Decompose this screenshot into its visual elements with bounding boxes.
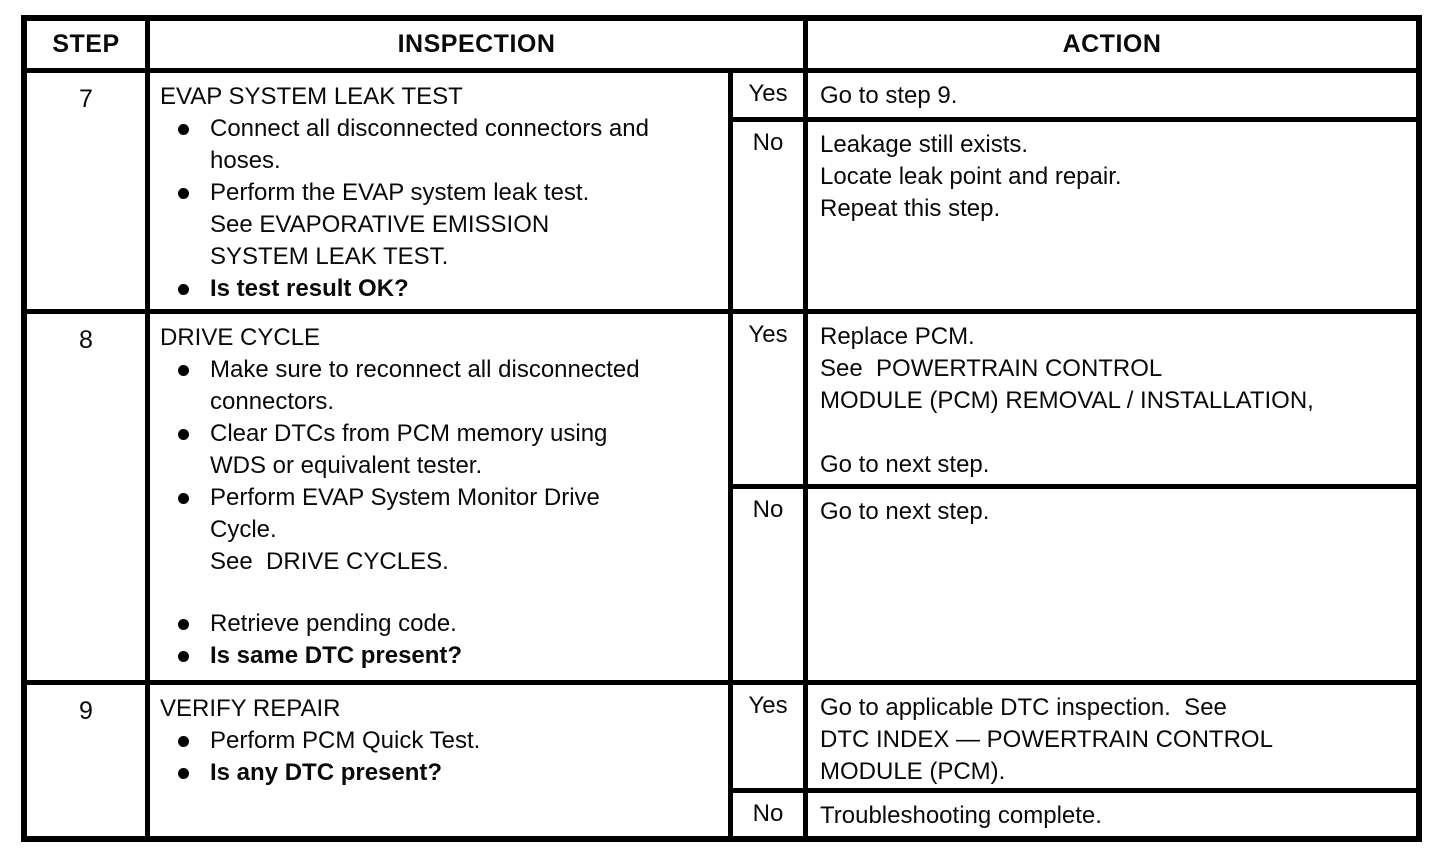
bullet-icon xyxy=(178,429,189,440)
bullet-text: Clear DTCs from PCM memory using WDS or … xyxy=(210,420,608,479)
inspection-bullet: Connect all disconnected connectors and … xyxy=(160,113,720,177)
bullet-text: Connect all disconnected connectors and … xyxy=(210,115,649,174)
bullet-text: Perform EVAP System Monitor Drive Cycle.… xyxy=(210,484,600,575)
inspection-bullet: Is same DTC present? xyxy=(160,640,720,672)
branch-yes: Yes Replace PCM. See POWERTRAIN CONTROL … xyxy=(733,314,1416,489)
inspection-title: DRIVE CYCLE xyxy=(160,324,321,351)
branch-label-yes: Yes xyxy=(733,685,808,788)
branch-label-yes: Yes xyxy=(733,73,808,117)
step-row-7: 7 EVAP SYSTEM LEAK TEST Connect all disc… xyxy=(27,73,1416,314)
action-text: Go to step 9. xyxy=(820,82,958,109)
action-branches: Yes Replace PCM. See POWERTRAIN CONTROL … xyxy=(733,314,1416,680)
branch-no: No Go to next step. xyxy=(733,489,1416,680)
bullet-icon xyxy=(178,284,189,295)
action-branches: Yes Go to applicable DTC inspection. See… xyxy=(733,685,1416,836)
inspection-bullet: Perform EVAP System Monitor Drive Cycle.… xyxy=(160,482,720,578)
branch-yes: Yes Go to applicable DTC inspection. See… xyxy=(733,685,1416,793)
header-action: ACTION xyxy=(1062,30,1162,58)
bullet-text: Retrieve pending code. xyxy=(210,610,457,637)
inspection-bullet: Is test result OK? xyxy=(160,273,720,305)
bullet-icon xyxy=(178,619,189,630)
step-number: 7 xyxy=(27,73,150,309)
table-header-row: STEP INSPECTION ACTION xyxy=(27,21,1416,73)
inspection-bullet: Clear DTCs from PCM memory using WDS or … xyxy=(160,418,720,482)
bullet-text-question: Is test result OK? xyxy=(210,275,409,302)
step-number: 8 xyxy=(27,314,150,680)
step-row-8: 8 DRIVE CYCLE Make sure to reconnect all… xyxy=(27,314,1416,685)
action-text: Leakage still exists. Locate leak point … xyxy=(820,131,1122,222)
inspection-bullet: Make sure to reconnect all disconnected … xyxy=(160,354,720,418)
bullet-text: Make sure to reconnect all disconnected … xyxy=(210,356,640,415)
bullet-icon xyxy=(178,493,189,504)
branch-yes: Yes Go to step 9. xyxy=(733,73,1416,122)
troubleshooting-table: STEP INSPECTION ACTION 7 EVAP SYSTEM LEA… xyxy=(21,15,1422,842)
bullet-icon xyxy=(178,124,189,135)
inspection-bullet: Retrieve pending code. xyxy=(160,608,720,640)
branch-label-no: No xyxy=(733,489,808,680)
bullet-icon xyxy=(178,651,189,662)
branch-label-no: No xyxy=(733,122,808,309)
action-branches: Yes Go to step 9. No Leakage still exist… xyxy=(733,73,1416,309)
bullet-icon xyxy=(178,188,189,199)
action-text: Troubleshooting complete. xyxy=(820,802,1102,829)
inspection-bullet: Perform the EVAP system leak test. See E… xyxy=(160,177,720,273)
inspection-bullet: Is any DTC present? xyxy=(160,757,720,789)
bullet-text: Perform the EVAP system leak test. See E… xyxy=(210,179,590,270)
branch-no: No Leakage still exists. Locate leak poi… xyxy=(733,122,1416,309)
inspection-title: VERIFY REPAIR xyxy=(160,695,341,722)
inspection-bullet: Perform PCM Quick Test. xyxy=(160,725,720,757)
action-text: Go to applicable DTC inspection. See DTC… xyxy=(820,694,1273,785)
inspection-cell: VERIFY REPAIR Perform PCM Quick Test. Is… xyxy=(150,685,733,836)
bullet-icon xyxy=(178,736,189,747)
header-inspection: INSPECTION xyxy=(150,21,808,68)
bullet-text: Perform PCM Quick Test. xyxy=(210,727,481,754)
bullet-icon xyxy=(178,768,189,779)
branch-label-no: No xyxy=(733,793,808,836)
header-step: STEP xyxy=(27,21,150,68)
branch-no: No Troubleshooting complete. xyxy=(733,793,1416,836)
branch-label-yes: Yes xyxy=(733,314,808,484)
step-number: 9 xyxy=(27,685,150,836)
inspection-cell: DRIVE CYCLE Make sure to reconnect all d… xyxy=(150,314,733,680)
bullet-icon xyxy=(178,365,189,376)
inspection-cell: EVAP SYSTEM LEAK TEST Connect all discon… xyxy=(150,73,733,309)
bullet-text-question: Is same DTC present? xyxy=(210,642,463,669)
action-text: Go to next step. xyxy=(820,498,990,525)
action-text: Replace PCM. See POWERTRAIN CONTROL MODU… xyxy=(820,323,1314,478)
step-row-9: 9 VERIFY REPAIR Perform PCM Quick Test. … xyxy=(27,685,1416,836)
inspection-title: EVAP SYSTEM LEAK TEST xyxy=(160,83,463,110)
bullet-text-question: Is any DTC present? xyxy=(210,759,443,786)
